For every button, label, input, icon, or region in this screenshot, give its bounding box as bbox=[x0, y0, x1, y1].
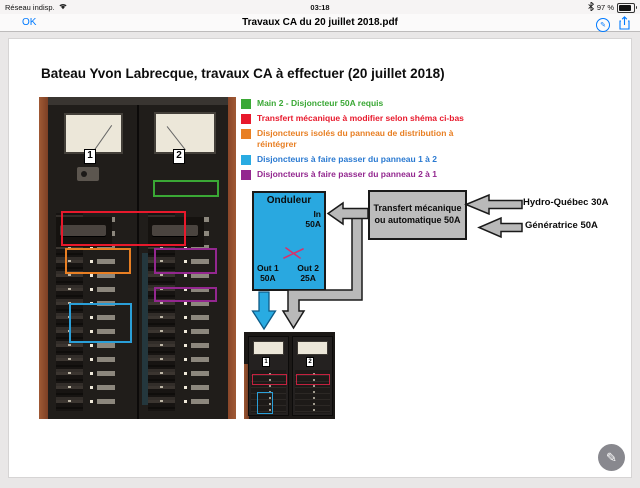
pdf-toolbar: OK Travaux CA du 20 juillet 2018.pdf ✎ bbox=[0, 14, 640, 32]
meter-selector-switch bbox=[77, 167, 99, 181]
out2-amps: 25A bbox=[300, 273, 316, 284]
bluetooth-icon bbox=[588, 1, 594, 13]
clock: 03:18 bbox=[310, 2, 330, 12]
mini-red-mark bbox=[296, 374, 330, 385]
overlay-orange-rect bbox=[65, 248, 131, 274]
inverter-title: Onduleur bbox=[266, 195, 312, 206]
overlay-purple-rect-2 bbox=[154, 287, 217, 302]
mini-panel-2: 2 bbox=[292, 336, 333, 416]
legend-item-green: Main 2 - Disjoncteur 50A requis bbox=[241, 98, 499, 109]
main-breaker-handle bbox=[152, 225, 198, 236]
transfer-switch-box: Transfert mécanique ou automatique 50A bbox=[368, 190, 467, 240]
breaker-tick-column bbox=[160, 213, 163, 411]
legend-text: Main 2 - Disjoncteur 50A requis bbox=[257, 98, 384, 108]
generatrice-label: Génératrice 50A bbox=[525, 220, 598, 231]
in-amps: 50A bbox=[305, 219, 321, 230]
mini-blue-rect bbox=[257, 392, 273, 414]
document-filename: Travaux CA du 20 juillet 2018.pdf bbox=[242, 17, 398, 28]
small-panels-photo: 1 2 bbox=[244, 332, 335, 419]
indicator-dot-column bbox=[90, 213, 93, 411]
mini-red-mark bbox=[252, 374, 287, 385]
panel-2-number-label: 2 bbox=[173, 149, 185, 164]
inverter-out2-label: Out 2 25A bbox=[297, 263, 319, 284]
out1-word: Out 1 bbox=[257, 262, 279, 273]
legend-text: Transfert mécanique à modifier selon shé… bbox=[257, 113, 464, 124]
markup-pen-icon[interactable]: ✎ bbox=[596, 18, 610, 32]
mini-dot-column bbox=[312, 370, 315, 411]
legend-item-orange: Disjoncteurs isolés du panneau de distri… bbox=[241, 128, 471, 149]
breaker-panel-1: 1 bbox=[48, 105, 137, 419]
wood-frame-sliver bbox=[244, 364, 249, 419]
out2-word: Out 2 bbox=[297, 262, 319, 273]
mini-meter-1 bbox=[253, 341, 284, 355]
legend-item-purple: Disjoncteurs à faire passer du panneau 2… bbox=[241, 169, 499, 180]
transfer-line2: ou automatique 50A bbox=[374, 215, 461, 225]
green-swatch-icon bbox=[241, 98, 251, 109]
analog-meter-1 bbox=[64, 113, 123, 154]
out1-amps: 50A bbox=[260, 273, 276, 284]
mini-meter-2 bbox=[297, 341, 328, 355]
wood-frame-right bbox=[228, 97, 236, 419]
overlay-purple-rect-1 bbox=[154, 248, 217, 274]
markup-fab-icon[interactable]: ✎ bbox=[598, 444, 625, 471]
transfer-to-inverter-arrow bbox=[326, 201, 369, 226]
orange-swatch-icon bbox=[241, 128, 251, 139]
breaker-label-column bbox=[97, 213, 115, 411]
red-swatch-icon bbox=[241, 113, 251, 124]
inverter-out1-label: Out 1 50A bbox=[257, 263, 279, 284]
overlay-red-rect bbox=[61, 211, 186, 246]
wood-frame-left bbox=[39, 97, 48, 419]
generator-input-arrow bbox=[477, 216, 523, 239]
analog-meter-2 bbox=[154, 112, 216, 154]
legend-item-red: Transfert mécanique à modifier selon shé… bbox=[241, 113, 499, 124]
hydro-quebec-label: Hydro-Québec 30A bbox=[523, 197, 609, 208]
legend-text: Disjoncteurs isolés du panneau de distri… bbox=[257, 128, 454, 149]
ok-button[interactable]: OK bbox=[22, 17, 37, 28]
mini-panel-2-number: 2 bbox=[306, 357, 314, 367]
main-breaker-handle bbox=[60, 225, 106, 236]
share-icon[interactable] bbox=[619, 15, 630, 35]
wifi-icon bbox=[58, 2, 68, 12]
transfer-line1: Transfert mécanique bbox=[373, 203, 462, 214]
page-title: Bateau Yvon Labrecque, travaux CA à effe… bbox=[41, 66, 445, 81]
hydro-input-arrow bbox=[464, 193, 523, 216]
mini-panel-1-number: 1 bbox=[262, 357, 270, 367]
inverter-in-label: In 50A bbox=[305, 209, 321, 229]
battery-icon bbox=[617, 2, 637, 13]
overlay-blue-rect bbox=[69, 303, 132, 343]
mini-panel-1: 1 bbox=[248, 336, 289, 416]
overlay-green-rect bbox=[153, 180, 219, 197]
legend: Main 2 - Disjoncteur 50A requis Transfer… bbox=[241, 98, 521, 184]
legend-text: Disjoncteurs à faire passer du panneau 1… bbox=[257, 154, 437, 164]
legend-text: Disjoncteurs à faire passer du panneau 2… bbox=[257, 169, 437, 180]
pdf-page[interactable]: Bateau Yvon Labrecque, travaux CA à effe… bbox=[8, 38, 632, 478]
in-word: In bbox=[313, 209, 321, 219]
inverter-box: Onduleur In 50A Out 1 50A Out 2 25A bbox=[252, 191, 326, 291]
status-bar: Réseau indisp. 03:18 97 % bbox=[0, 0, 640, 14]
indicator-dot-column bbox=[184, 213, 187, 411]
carrier-label: Réseau indisp. bbox=[5, 2, 55, 12]
panels-photo: 1 2 bbox=[39, 97, 236, 419]
legend-item-blue: Disjoncteurs à faire passer du panneau 1… bbox=[241, 154, 499, 165]
panel-1-number-label: 1 bbox=[84, 149, 96, 164]
battery-percent: 97 % bbox=[596, 3, 614, 12]
purple-swatch-icon bbox=[241, 169, 251, 180]
breaker-panel-2: 2 bbox=[137, 105, 228, 419]
photo-top-trim bbox=[48, 97, 228, 106]
breaker-label-column bbox=[191, 213, 209, 411]
inverter-out1-arrow bbox=[251, 291, 277, 331]
mini-dot-column bbox=[268, 370, 271, 411]
blue-swatch-icon bbox=[241, 154, 251, 165]
